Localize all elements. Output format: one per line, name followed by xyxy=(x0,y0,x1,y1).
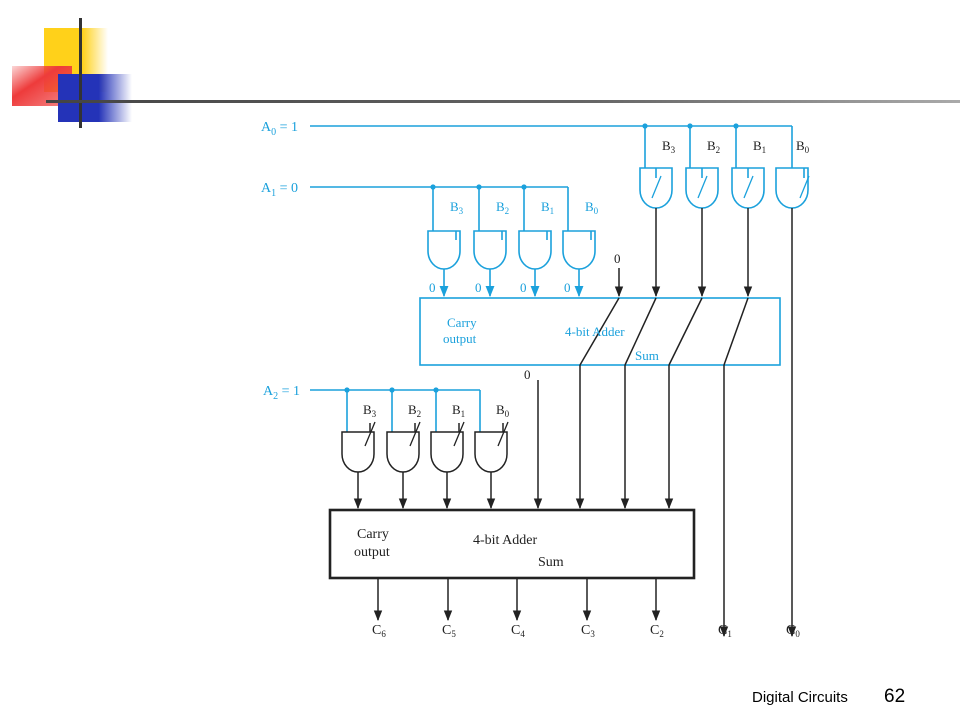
gate-label-strokes xyxy=(364,175,810,447)
b2-label: B2 xyxy=(496,199,509,216)
b0-label: B0 xyxy=(496,402,510,419)
stage-a1 xyxy=(310,186,781,366)
deco-horizontal-line xyxy=(46,100,960,103)
b3-label: B3 xyxy=(450,199,464,216)
deco-vertical-line xyxy=(79,18,82,128)
adder2-labels: Carry output 4-bit Adder Sum xyxy=(354,527,564,570)
output-c3: C3 xyxy=(581,623,595,639)
b-labels-a1: B3 B2 B1 B0 xyxy=(450,199,599,216)
adder2-carry-line1: Carry xyxy=(357,527,389,542)
adder2-title: 4-bit Adder xyxy=(473,533,537,548)
output-c0: C0 xyxy=(786,623,800,639)
adder1-sum: Sum xyxy=(635,348,659,363)
page-number: 62 xyxy=(884,686,906,707)
adder2-carry-line2: output xyxy=(354,545,390,560)
output-c1: C1 xyxy=(718,623,732,639)
adder1-input-1: 0 xyxy=(475,280,482,295)
footer-title: Digital Circuits xyxy=(752,689,848,706)
adder1-input-3: 0 xyxy=(564,280,571,295)
b1-label: B1 xyxy=(452,402,465,419)
adder2-box xyxy=(328,508,696,580)
deco-blue-square xyxy=(58,74,132,122)
b3-label: B3 xyxy=(363,402,377,419)
adder1-title: 4-bit Adder xyxy=(565,324,625,339)
adder1-carry-out-value: 0 xyxy=(524,367,531,382)
junction-dots-a0 xyxy=(642,123,739,129)
adder1-input-2: 0 xyxy=(520,280,527,295)
output-labels: C6 C5 C4 C3 C2 C1 C0 xyxy=(372,623,800,639)
b0-label: B0 xyxy=(796,138,810,155)
input-labels: A0 = 1 A1 = 0 A2 = 1 xyxy=(261,120,300,402)
output-c4: C4 xyxy=(511,623,525,639)
adder1-input-0: 0 xyxy=(429,280,436,295)
b3-label: B3 xyxy=(662,138,676,155)
output-c2: C2 xyxy=(650,623,664,639)
output-c5: C5 xyxy=(442,623,456,639)
slide-decoration xyxy=(12,18,960,128)
junction-dots-a1 xyxy=(430,184,527,190)
label-a2: A2 = 1 xyxy=(263,384,300,402)
b2-label: B2 xyxy=(408,402,421,419)
stage-a2-gates xyxy=(328,423,696,622)
adder1-carry-line2: output xyxy=(443,331,477,346)
b1-label: B1 xyxy=(753,138,766,155)
label-a0: A0 = 1 xyxy=(261,120,298,138)
b0-label: B0 xyxy=(585,199,599,216)
adder1-labels: 0 0 0 0 0 Carry output 4-bit Adder Sum 0 xyxy=(429,251,659,382)
b2-label: B2 xyxy=(707,138,720,155)
stage-a2 xyxy=(310,389,481,432)
b1-label: B1 xyxy=(541,199,554,216)
adder2-sum: Sum xyxy=(538,555,564,570)
wires-a0-to-adder1 xyxy=(533,208,797,638)
label-a1: A1 = 0 xyxy=(261,181,298,199)
b-labels-a0: B3 B2 B1 B0 xyxy=(662,138,810,155)
adder1-carry-line1: Carry xyxy=(447,315,477,330)
adder1-carry-in: 0 xyxy=(614,251,621,266)
junction-dots-a2 xyxy=(344,387,439,393)
output-c6: C6 xyxy=(372,623,386,639)
stage-a0 xyxy=(310,125,809,209)
b-labels-a2: B3 B2 B1 B0 xyxy=(363,402,510,419)
